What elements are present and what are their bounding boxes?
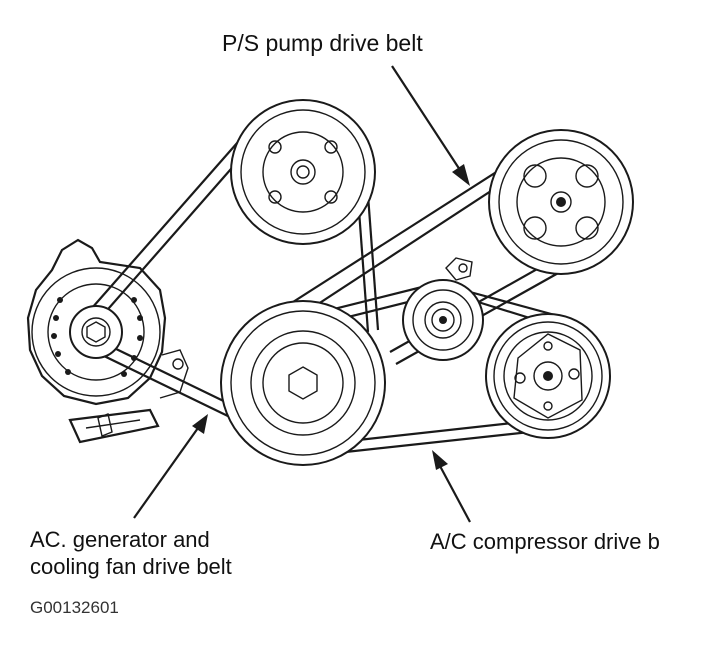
ac-generator: [26, 238, 189, 444]
ac-compressor-belt-label: A/C compressor drive b: [430, 529, 660, 554]
ac-compressor-pulley: [485, 313, 611, 439]
tensioner-pulley: [402, 257, 484, 361]
ps-pump-pulley: [488, 129, 634, 275]
figure-id: G00132601: [30, 598, 119, 617]
generator-fan-drive-belt: [91, 133, 380, 419]
cooling-fan-pulley: [230, 99, 376, 245]
ac-compressor-belt-callout-arrow: [432, 450, 471, 523]
ps-pump-belt-label: P/S pump drive belt: [222, 30, 423, 56]
generator-belt-label-line2: cooling fan drive belt: [30, 554, 232, 579]
generator-belt-callout-arrow: [133, 414, 208, 519]
generator-belt-label-line1: AC. generator and: [30, 527, 210, 552]
crankshaft-pulley: [220, 300, 386, 466]
ps-belt-callout-arrow: [391, 65, 470, 186]
